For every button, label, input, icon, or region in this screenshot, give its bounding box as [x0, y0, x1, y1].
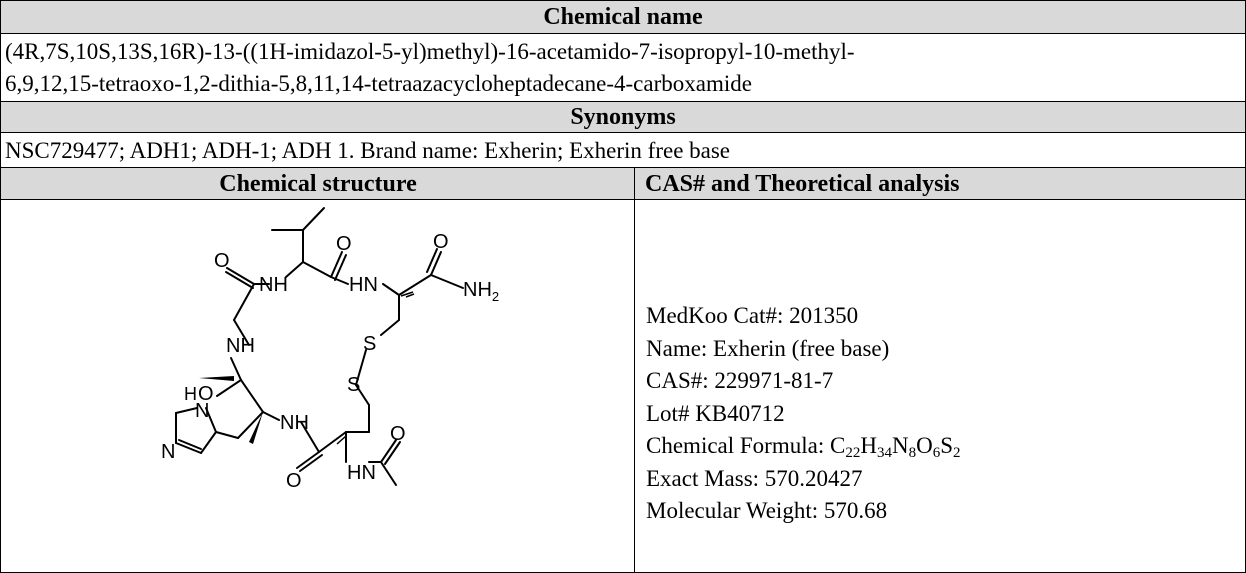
exact-mass: Exact Mass: 570.20427 — [646, 465, 863, 491]
synonyms-cell: NSC729477; ADH1; ADH-1; ADH 1. Brand nam… — [1, 133, 1245, 168]
atom-hn-1: HN — [349, 274, 378, 296]
chemical-name-header-label: Chemical name — [543, 4, 703, 30]
atom-o-val: O — [336, 233, 352, 255]
atom-nh-2: NH — [226, 335, 255, 357]
chemical-name-line1: (4R,7S,10S,13S,16R)-13-((1H-imidazol-5-y… — [5, 39, 855, 64]
atom-nh2: NH2 — [463, 279, 499, 304]
atom-nh-3: NH — [280, 412, 309, 434]
atom-s-2: S — [347, 374, 360, 396]
atom-o-ala: O — [214, 250, 230, 272]
column-divider — [634, 168, 635, 572]
atom-h: H — [184, 384, 197, 404]
atom-o-amide: O — [433, 231, 449, 253]
analysis-header: CAS# and Theoretical analysis — [635, 168, 1245, 199]
atom-o-cys: O — [286, 470, 302, 492]
atom-hn-2: HN — [347, 462, 376, 484]
synonyms-header-label: Synonyms — [570, 104, 676, 130]
chemical-name-line2: 6,9,12,15-tetraoxo-1,2-dithia-5,8,11,14-… — [5, 71, 752, 96]
product-name: Name: Exherin (free base) — [646, 335, 890, 361]
analysis-header-label: CAS# and Theoretical analysis — [645, 171, 960, 197]
chemical-formula: Chemical Formula: C22H34N8O6S2 — [646, 433, 961, 461]
structure-header-label: Chemical structure — [219, 171, 417, 197]
synonyms-text: NSC729477; ADH1; ADH-1; ADH 1. Brand nam… — [5, 138, 731, 163]
cas-number: CAS#: 229971-81-7 — [646, 368, 834, 393]
medkoo-cat: MedKoo Cat#: 201350 — [646, 303, 859, 328]
analysis-info: MedKoo Cat#: 201350 Name: Exherin (free … — [646, 300, 960, 528]
structure-header: Chemical structure — [1, 168, 635, 199]
synonyms-header: Synonyms — [1, 102, 1245, 133]
atom-nh-1: NH — [259, 274, 288, 296]
atom-n-1: N — [195, 400, 209, 422]
chemical-structure-diagram: O O O NH HN NH2 NH S S H O N NH N O O HN — [161, 207, 499, 492]
lot-number: Lot# KB40712 — [646, 400, 785, 426]
chemical-name-cell: (4R,7S,10S,13S,16R)-13-((1H-imidazol-5-y… — [1, 34, 1245, 102]
atom-o-his: O — [198, 383, 214, 405]
structure-analysis-header-row: Chemical structure CAS# and Theoretical … — [1, 168, 1245, 200]
chemical-name-header: Chemical name — [1, 1, 1245, 34]
atom-n-2: N — [161, 441, 175, 463]
atom-s-1: S — [363, 333, 376, 355]
molecular-weight: Molecular Weight: 570.68 — [646, 498, 888, 523]
atom-o-acetyl: O — [390, 423, 406, 445]
